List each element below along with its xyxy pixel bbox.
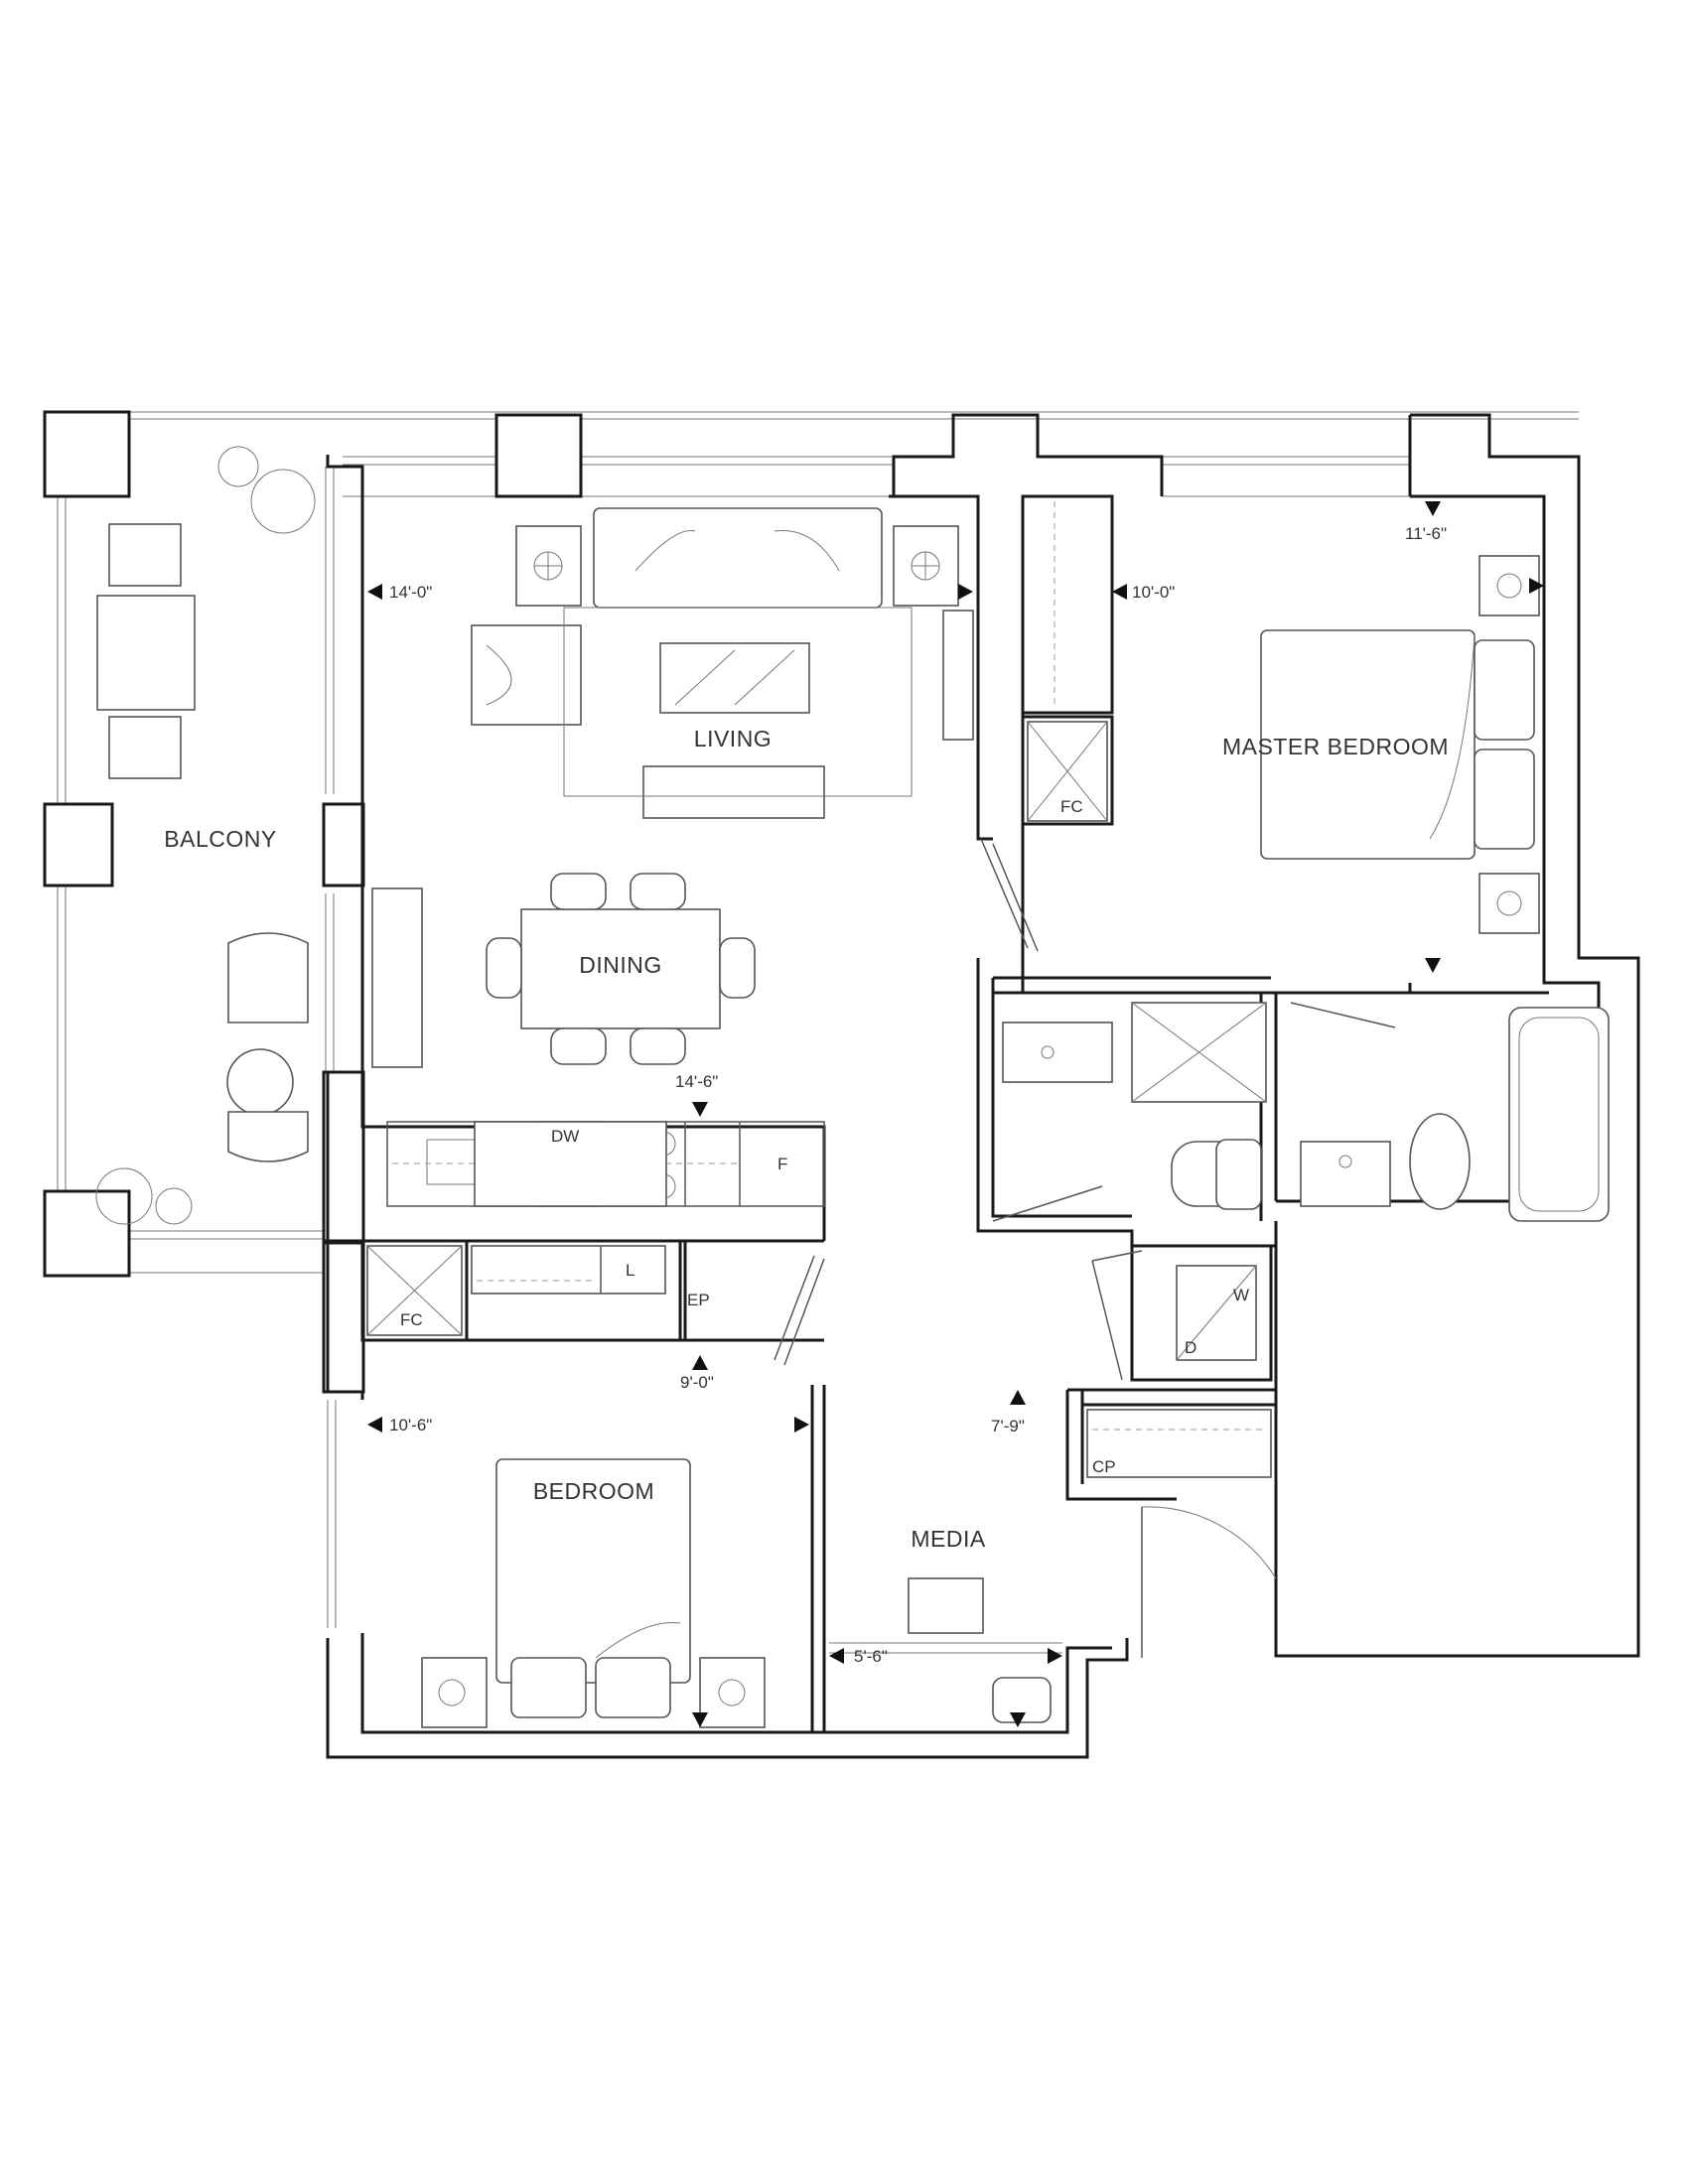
bed-furniture [421, 555, 1540, 1728]
dim-media-width: 5'-6" [854, 1647, 888, 1666]
dim-master-closet-width: 10'-0" [1132, 583, 1175, 602]
room-label-bedroom: BEDROOM [533, 1478, 654, 1504]
utility [366, 501, 1272, 1478]
dining-furniture [371, 873, 756, 1068]
structural-columns [43, 410, 583, 1394]
tag-dw: DW [551, 1127, 579, 1146]
tag-dryer: D [1185, 1338, 1196, 1357]
room-label-master-bedroom: MASTER BEDROOM [1222, 734, 1449, 759]
room-label-balcony: BALCONY [164, 826, 276, 852]
dim-bedroom-width: 10'-6" [389, 1416, 432, 1434]
tag-linen: L [626, 1261, 634, 1280]
dim-kitchen-width: 14'-6" [675, 1072, 718, 1091]
dim-living-width: 14'-0" [389, 583, 432, 602]
dim-bedroom-depth: 9'-0" [680, 1373, 714, 1392]
living-furniture [471, 507, 974, 819]
tag-fc-master: FC [1060, 797, 1083, 816]
media-furniture [829, 1577, 1062, 1723]
tag-fridge: F [777, 1155, 787, 1173]
dimension-arrows [367, 501, 1544, 1727]
dim-master-depth: 11'-6" [1405, 524, 1447, 543]
doors [774, 838, 1396, 1658]
tag-cp: CP [1092, 1457, 1116, 1476]
tag-washer: W [1233, 1286, 1249, 1304]
exterior-glazing [57, 411, 1579, 1628]
tag-ep: EP [687, 1291, 710, 1309]
bathrooms [1002, 1002, 1610, 1222]
dim-media-depth: 7'-9" [991, 1417, 1025, 1435]
tag-fc-bedroom: FC [400, 1310, 423, 1329]
room-label-dining: DINING [579, 952, 662, 978]
balcony-furniture [95, 446, 316, 1225]
room-label-living: LIVING [694, 726, 772, 751]
room-label-media: MEDIA [911, 1526, 986, 1552]
